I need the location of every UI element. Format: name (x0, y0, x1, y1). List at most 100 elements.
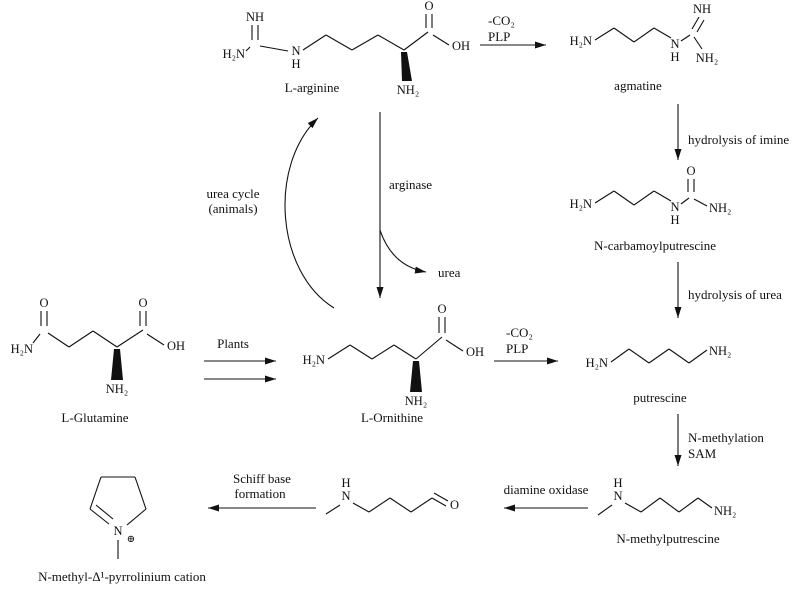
arrow-aldehyde-to-pyrrolinium: Schiff base formation (208, 471, 316, 512)
bond (659, 497, 680, 513)
arrow-glutamine-to-ornithine: Plants (204, 336, 276, 383)
bond (433, 492, 449, 502)
wedge-bond (410, 361, 422, 392)
reaction-label: urea (438, 265, 461, 280)
atom-label: NH (246, 10, 264, 24)
reaction-label: PLP (488, 29, 510, 44)
atom-label: NH₂ (397, 83, 419, 97)
atom-label: O (39, 296, 48, 310)
bond (325, 504, 341, 515)
bond (680, 34, 691, 42)
reaction-label: Plants (217, 336, 249, 351)
reaction-label: formation (234, 486, 286, 501)
bond (633, 27, 655, 43)
atom-label: O (450, 498, 459, 512)
atom-label: O (424, 0, 433, 13)
atom-label: NH₂ (405, 394, 427, 408)
bond (68, 330, 94, 348)
bond (693, 36, 703, 50)
arrow-urea-cycle: urea cycle (animals) (206, 117, 335, 309)
atom-label: H₂N (11, 342, 33, 356)
bond (594, 27, 615, 41)
bond (302, 34, 327, 51)
atom-label: H (670, 50, 679, 64)
atom-label: NH₂ (709, 344, 731, 358)
atom-label: N (291, 44, 300, 58)
bond (245, 46, 251, 52)
compound-label-pyrrolinium: N-methyl-Δ¹-pyrrolinium cation (38, 569, 206, 584)
reaction-label: hydrolysis of imine (688, 132, 789, 147)
bond (633, 190, 655, 206)
bond (403, 31, 429, 51)
atom-label: O (686, 164, 695, 178)
bond (628, 348, 650, 364)
bond (432, 34, 450, 46)
bond (445, 339, 464, 352)
arrow-ornithine-to-putrescine: -CO₂ PLP (494, 325, 558, 365)
arrow-urea-branch: urea (379, 229, 461, 280)
bond (368, 497, 391, 513)
structure-methylaminobutanal: H N O (325, 476, 459, 515)
bond (415, 336, 443, 360)
structure-l-ornithine: H₂N NH₂ O OH L-Ornithine (303, 302, 484, 425)
compound-label-n-carbamoylputrescine: N-carbamoylputrescine (594, 238, 716, 253)
bond (259, 45, 289, 52)
bond (389, 497, 412, 513)
structure-l-arginine: NH H₂N N H O OH NH₂ L-arginine (223, 0, 470, 97)
atom-label: H (341, 476, 350, 490)
reaction-label: N-methylation (688, 430, 764, 445)
atom-label: H (670, 213, 679, 227)
reaction-label: urea cycle (206, 186, 259, 201)
structure-agmatine: H₂N N H NH NH₂ agmatine (570, 2, 719, 93)
positive-charge-icon: ⊕ (127, 534, 135, 545)
bond (371, 344, 395, 360)
atom-label: NH₂ (709, 201, 731, 215)
bond (610, 348, 630, 363)
bond (92, 330, 118, 348)
atom-label: H₂N (570, 34, 592, 48)
reaction-label: -CO₂ (488, 13, 515, 28)
bond (624, 502, 642, 513)
bond (640, 497, 661, 513)
bond (410, 497, 433, 513)
arrow-putrescine-to-methylputrescine: N-methylation SAM (674, 414, 764, 466)
arrow-agmatine-to-carbamoylputrescine: hydrolysis of imine (674, 104, 789, 160)
bond (613, 27, 635, 43)
atom-label: N (113, 524, 122, 538)
atom-label: O (437, 302, 446, 316)
structure-l-glutamine: O H₂N NH₂ O OH L-Glutamine (11, 296, 185, 425)
reaction-label: PLP (506, 341, 528, 356)
compound-label-l-ornithine: L-Ornithine (361, 410, 423, 425)
bond (697, 497, 713, 509)
reaction-label: SAM (688, 446, 717, 461)
reaction-arrow (284, 117, 335, 309)
compound-label-agmatine: agmatine (614, 78, 662, 93)
bond (597, 504, 613, 516)
structure-n-methylputrescine: H N NH₂ N-methylputrescine (597, 476, 736, 546)
bond (352, 502, 370, 513)
arrow-arginine-to-ornithine: arginase (376, 112, 432, 298)
bond (377, 34, 405, 51)
bond (613, 190, 635, 206)
atom-label: N (341, 489, 350, 503)
bond (431, 497, 447, 507)
bond (95, 504, 114, 520)
reaction-label: Schiff base (233, 471, 291, 486)
atom-label: OH (167, 339, 185, 353)
atom-label: NH₂ (714, 504, 736, 518)
structure-putrescine: H₂N NH₂ putrescine (586, 344, 732, 405)
bond (648, 348, 670, 364)
structure-pyrrolinium: N ⊕ N-methyl-Δ¹-pyrrolinium cation (38, 476, 206, 584)
reaction-label: -CO₂ (506, 325, 533, 340)
wedge-bond (111, 349, 123, 380)
structure-n-carbamoylputrescine: H₂N N H O NH₂ N-carbamoylputrescine (570, 164, 732, 253)
bond (351, 34, 379, 51)
bond (393, 344, 417, 360)
arrow-carbamoylputrescine-to-putrescine: hydrolysis of urea (674, 262, 782, 318)
atom-label: OH (452, 39, 470, 53)
bond (349, 344, 373, 360)
bond (327, 344, 351, 360)
atom-label: H (613, 476, 622, 490)
